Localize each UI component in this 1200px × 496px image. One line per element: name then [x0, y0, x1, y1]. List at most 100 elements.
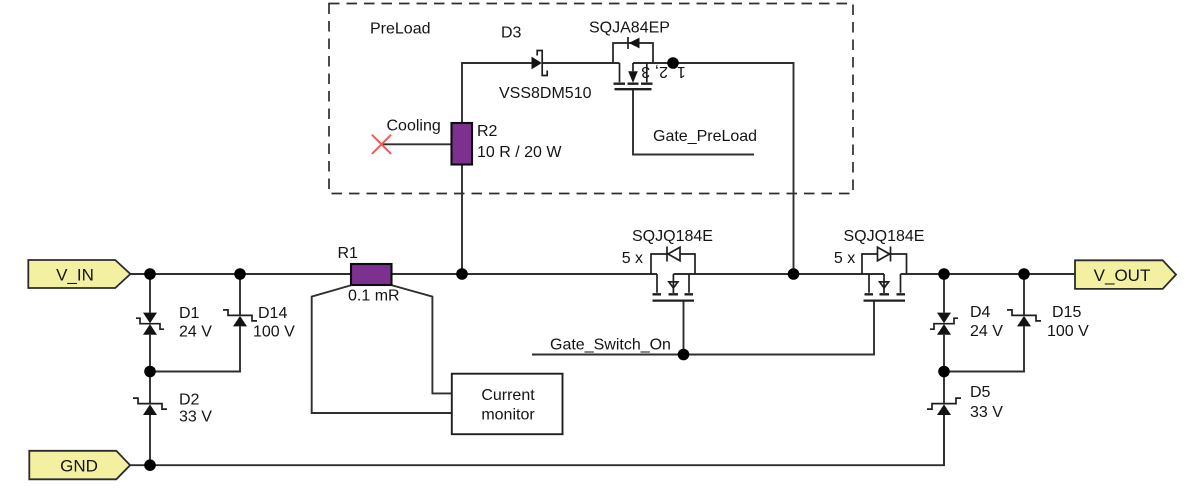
q3-part-label: SQJA84EP	[589, 20, 670, 37]
preload-section: PreLoad	[328, 2, 854, 195]
q3-body-diode-loop	[612, 42, 654, 63]
v-in-flag-shape	[27, 259, 132, 289]
diode-d3: D3 VSS8DM510	[499, 25, 592, 103]
d1-bottom-triangle	[143, 324, 157, 335]
d15-value-label: 100 V	[1047, 323, 1089, 340]
d14-value-label: 100 V	[253, 324, 295, 341]
d4-zener-bar	[930, 317, 958, 331]
d5-ref-label: D5	[970, 384, 991, 401]
d3-anode-triangle	[531, 56, 542, 70]
wire-gate-preload-net	[632, 89, 754, 156]
resistor-r1: R1 0.1 mR	[338, 245, 400, 305]
diode-d14: D14 100 V	[223, 305, 295, 341]
d1-top-triangle	[143, 312, 157, 324]
junction-dots	[144, 57, 1030, 472]
v-out-flag-label: V_OUT	[1094, 266, 1151, 285]
junction-dot	[1018, 268, 1030, 280]
q3-body-diode-triangle	[628, 37, 640, 49]
junction-dot	[144, 268, 156, 280]
diode-d4: D4 24 V	[930, 304, 1003, 340]
cooling-label: Cooling	[387, 118, 441, 135]
d15-ref-label: D15	[1052, 304, 1081, 321]
d2-ref-label: D2	[179, 392, 200, 409]
wire-d14-branch	[150, 274, 241, 373]
d3-ref-label: D3	[501, 25, 522, 42]
r2-body	[450, 121, 474, 166]
q1-body-diode-triangle	[666, 245, 681, 263]
q1-part-label: SQJQ184E	[632, 228, 713, 245]
d4-top-triangle	[937, 312, 951, 324]
q1-terminal-stubs	[656, 274, 690, 293]
port-flag-v-in: V_IN	[27, 259, 132, 289]
current-monitor-box	[450, 372, 564, 436]
d15-triangle	[1017, 315, 1031, 327]
q3-pin-numbers-label: 1, 2, 3	[641, 63, 686, 80]
d5-zener-bar	[927, 397, 961, 410]
d3-schottky-bar	[536, 49, 549, 77]
d3-part-label: VSS8DM510	[499, 85, 592, 102]
gate-switch-on-net-label: Gate_Switch_On	[550, 337, 671, 354]
d1-ref-label: D1	[179, 305, 200, 322]
current-monitor-block: Current monitor	[450, 372, 564, 436]
d4-bottom-triangle	[937, 324, 951, 335]
junction-dot	[456, 268, 468, 280]
mosfet-q2-sqjq184e: SQJQ184E 5 x	[834, 228, 925, 302]
r1-body	[349, 262, 393, 287]
junction-dot	[667, 57, 679, 69]
junction-dot	[234, 268, 246, 280]
d2-zener-bar	[133, 397, 167, 410]
wires	[130, 62, 1075, 467]
r2-value-label: 10 R / 20 W	[477, 144, 562, 161]
r1-value-label: 0.1 mR	[348, 288, 400, 305]
gate-preload-net-label: Gate_PreLoad	[653, 128, 757, 145]
resistor-r2: R2 10 R / 20 W	[450, 121, 562, 166]
q2-body-diode-triangle	[876, 245, 892, 263]
r2-ref-label: R2	[477, 123, 498, 140]
current-monitor-label-line1: Current	[481, 387, 535, 404]
no-connect-x-icon	[371, 134, 392, 155]
junction-dot	[144, 459, 156, 472]
junction-dot	[787, 268, 800, 280]
q3-substrate-arrow	[628, 71, 638, 83]
cooling-node: Cooling	[371, 118, 441, 155]
gnd-flag-shape	[28, 449, 132, 481]
d2-triangle	[143, 404, 157, 415]
d2-value-label: 33 V	[179, 409, 212, 426]
preload-box-label: PreLoad	[370, 21, 431, 38]
port-flag-gnd: GND	[28, 449, 132, 481]
q2-substrate-arrow	[877, 281, 891, 290]
diode-d15: D15 100 V	[1007, 304, 1089, 340]
d14-ref-label: D14	[258, 305, 287, 322]
d5-value-label: 33 V	[970, 404, 1003, 421]
d1-value-label: 24 V	[179, 324, 212, 341]
d15-zener-bar	[1007, 309, 1041, 322]
v-out-flag-shape	[1074, 259, 1178, 290]
wire-preload-net	[461, 62, 795, 274]
d1-zener-bar	[136, 317, 164, 331]
q2-part-label: SQJQ184E	[844, 228, 925, 245]
q1-qty-label: 5 x	[622, 250, 643, 267]
wire-gate-switch-on-net	[532, 300, 875, 356]
mosfet-q1-sqjq184e: SQJQ184E 5 x	[622, 228, 713, 302]
mosfet-q3-sqja84ep: SQJA84EP 1, 2, 3	[589, 20, 686, 91]
diode-d1: D1 24 V	[136, 305, 212, 341]
junction-dot	[938, 268, 950, 280]
d4-value-label: 24 V	[970, 323, 1003, 340]
wire-sense-left	[310, 284, 452, 414]
d14-triangle	[233, 315, 247, 327]
port-flag-v-out: V_OUT	[1074, 259, 1178, 290]
d4-ref-label: D4	[970, 304, 991, 321]
junction-dot	[677, 348, 690, 361]
preload-boundary-box	[328, 2, 854, 195]
q3-terminal-stubs	[618, 63, 648, 83]
v-in-flag-label: V_IN	[56, 266, 94, 285]
wire-d15-branch	[944, 274, 1025, 373]
q2-terminal-stubs	[868, 274, 902, 293]
d5-triangle	[937, 404, 951, 415]
junction-dot	[938, 365, 950, 378]
q2-qty-label: 5 x	[834, 250, 855, 267]
d14-zener-bar	[223, 309, 257, 322]
diode-d5: D5 33 V	[927, 384, 1003, 421]
